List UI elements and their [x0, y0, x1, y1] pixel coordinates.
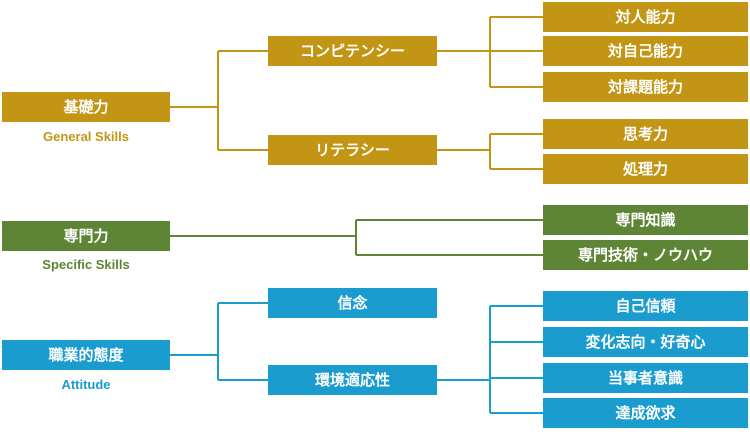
thinking-ability-box: 思考力 — [543, 119, 748, 149]
specialized-skills-knowhow-box: 専門技術・ノウハウ — [543, 240, 748, 270]
task-ability-box: 対課題能力 — [543, 72, 748, 102]
processing-ability-box: 処理力 — [543, 154, 748, 184]
literacy-box: リテラシー — [268, 135, 437, 165]
self-ability-box: 対自己能力 — [543, 36, 748, 66]
adaptability-box: 環境適応性 — [268, 365, 437, 395]
change-curiosity-box: 変化志向・好奇心 — [543, 327, 748, 357]
specialized-knowledge-box: 専門知識 — [543, 205, 748, 235]
general-connectors — [170, 16, 543, 170]
belief-box: 信念 — [268, 288, 437, 318]
attitude-subtitle: Attitude — [61, 377, 111, 392]
attitude-connectors — [170, 302, 543, 414]
achievement-drive-box: 達成欲求 — [543, 398, 748, 428]
attitude-box: 職業的態度 — [2, 340, 170, 370]
competency-box: コンピテンシー — [268, 36, 437, 66]
interpersonal-ability-box: 対人能力 — [543, 2, 748, 32]
specific-skills-box: 専門力 — [2, 221, 170, 251]
general-skills-box: 基礎力 — [2, 92, 170, 122]
ownership-box: 当事者意識 — [543, 363, 748, 393]
specific-connectors — [170, 219, 543, 256]
specific-skills-subtitle: Specific Skills — [42, 257, 130, 272]
self-trust-box: 自己信頼 — [543, 291, 748, 321]
general-skills-subtitle: General Skills — [43, 129, 129, 144]
